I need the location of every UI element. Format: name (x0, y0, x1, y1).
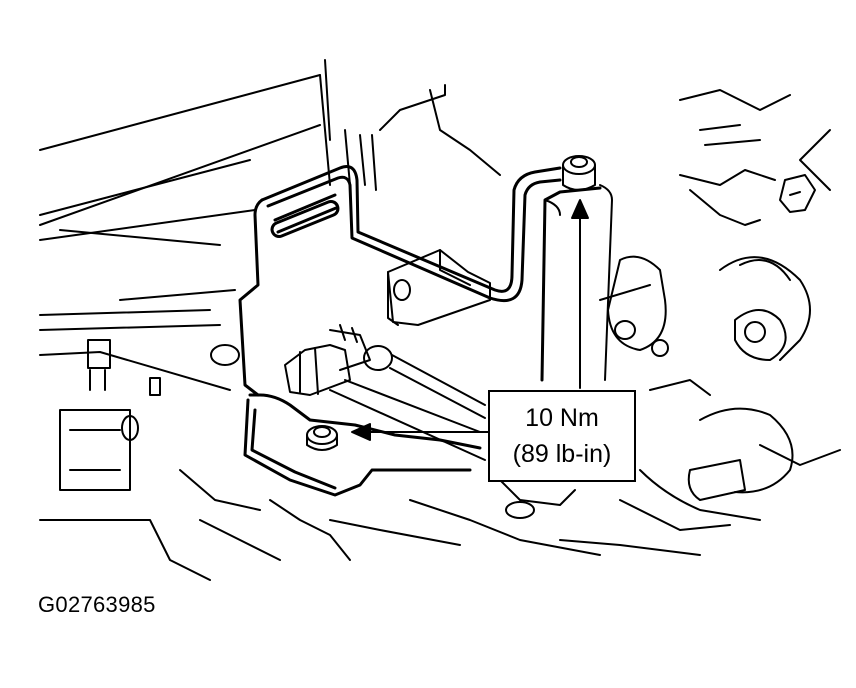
vertical-arrowhead (571, 199, 589, 219)
left-side-components (39, 339, 281, 581)
background-engine-lines (39, 59, 501, 391)
lower-bolt (306, 425, 338, 451)
torque-metric: 10 Nm (525, 404, 599, 432)
hinge-plate (387, 249, 491, 326)
figure-code: G02763985 (38, 592, 156, 617)
right-side-components (599, 89, 841, 531)
torque-arrows (351, 199, 589, 441)
lower-components (179, 469, 701, 561)
torque-imperial: (89 lb-in) (512, 440, 612, 468)
torque-callout: 10 Nm (89 lb-in) (488, 390, 636, 482)
horizontal-arrowhead (351, 423, 371, 441)
bracket (238, 165, 602, 497)
upper-bolt (544, 155, 613, 381)
connector-cable (284, 324, 486, 461)
